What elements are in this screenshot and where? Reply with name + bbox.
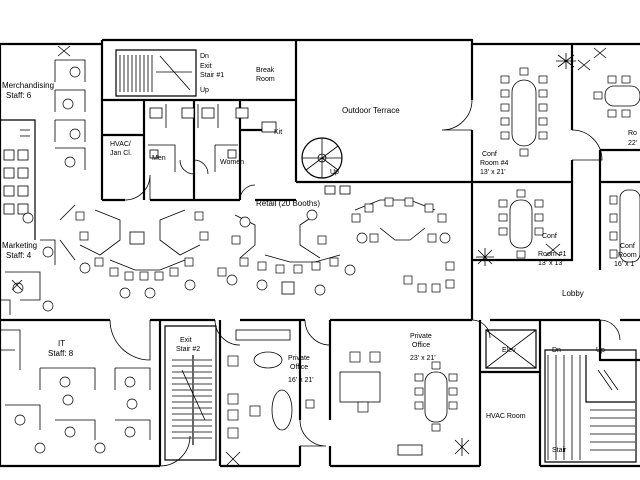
- label-women: Women: [220, 159, 244, 166]
- label-break-room-a: Break: [256, 67, 275, 74]
- label-private-office-1b: Office: [290, 364, 308, 371]
- label-up-spiral: Up: [330, 169, 339, 176]
- label-retail: Retail (20 Booths): [256, 199, 320, 208]
- label-hvac-room: HVAC Room: [486, 413, 526, 420]
- label-private-office-1a: Private: [288, 355, 310, 362]
- label-marketing-staff: Staff: 4: [6, 251, 32, 260]
- label-conf-right-a: Conf: [620, 243, 635, 250]
- merchandising-workstations: [0, 59, 86, 240]
- label-conf-top-right-a: Ro: [628, 130, 637, 137]
- label-kit: Kit: [274, 129, 282, 136]
- label-conf4-c: 13' x 21': [480, 169, 506, 176]
- label-it: IT: [58, 339, 65, 348]
- label-dn-bottom: Dn: [552, 347, 561, 354]
- doors: [109, 99, 621, 467]
- label-conf4-b: Room #4: [480, 160, 509, 167]
- label-exit-stair-1a: Exit: [200, 63, 212, 70]
- conf-room-right-table: [609, 189, 640, 263]
- conf-room-1-table: [498, 189, 544, 259]
- label-outdoor-terrace: Outdoor Terrace: [342, 106, 400, 115]
- retail-booth-cluster-3: [324, 185, 455, 293]
- label-private-office-2b: Office: [412, 342, 430, 349]
- label-dn-top: Dn: [200, 53, 209, 60]
- exterior-walls: [0, 38, 640, 468]
- label-merchandising: Merchandising: [2, 81, 54, 90]
- retail-booth-cluster-1: [59, 204, 209, 299]
- label-merchandising-staff: Staff: 6: [6, 91, 32, 100]
- label-exit-stair-2b: Stair #2: [176, 346, 200, 353]
- label-men: Men: [152, 155, 166, 162]
- label-hvac-jan-a: HVAC/: [110, 141, 131, 148]
- label-up-top: Up: [200, 87, 209, 94]
- label-exit-stair-1b: Stair #1: [200, 72, 224, 79]
- exit-stair-2-treads: [172, 355, 212, 445]
- marketing-workstations: [0, 239, 56, 315]
- spiral-stair: [301, 137, 343, 179]
- restroom-fixtures: [148, 104, 277, 172]
- interior-walls: [0, 40, 640, 466]
- it-workstations: [0, 329, 151, 454]
- label-lobby: Lobby: [562, 289, 584, 298]
- label-private-office-2c: 23' x 21': [410, 355, 436, 362]
- label-it-staff: Staff: 8: [48, 349, 74, 358]
- label-conf1-c: 13' x 13': [538, 260, 564, 267]
- private-office-2-furniture: [339, 351, 458, 456]
- label-break-room-b: Room: [256, 76, 275, 83]
- elevator: [485, 329, 537, 369]
- label-private-office-2a: Private: [410, 333, 432, 340]
- label-conf1-a: Conf: [542, 233, 557, 240]
- label-conf4-a: Conf: [482, 151, 497, 158]
- label-conf-top-right-b: 22': [628, 140, 637, 147]
- label-marketing: Marketing: [2, 241, 37, 250]
- plants: [11, 45, 607, 467]
- label-exit-stair-2a: Exit: [180, 337, 192, 344]
- private-office-1-furniture: [227, 329, 315, 439]
- label-conf-right-c: 16' x 1: [614, 261, 635, 268]
- label-elev: Elev: [502, 347, 516, 354]
- label-conf1-b: Room #1: [538, 251, 567, 258]
- conf-room-top-right-table: [593, 75, 640, 118]
- label-private-office-1c: 16' x 21': [288, 377, 314, 384]
- room-labels: Merchandising Staff: 6 Marketing Staff: …: [2, 53, 637, 454]
- label-conf-right-b: Room: [618, 252, 637, 259]
- conf-room-4-table: [500, 67, 548, 157]
- label-hvac-jan-b: Jan Cl.: [110, 150, 132, 157]
- retail-booth-cluster-2: [217, 209, 356, 296]
- stair-bottom-right-treads: [547, 355, 635, 460]
- label-stair-bottom: Stair: [552, 447, 567, 454]
- exit-stair-1-treads: [119, 55, 192, 92]
- label-up-bottom: Up: [596, 347, 605, 354]
